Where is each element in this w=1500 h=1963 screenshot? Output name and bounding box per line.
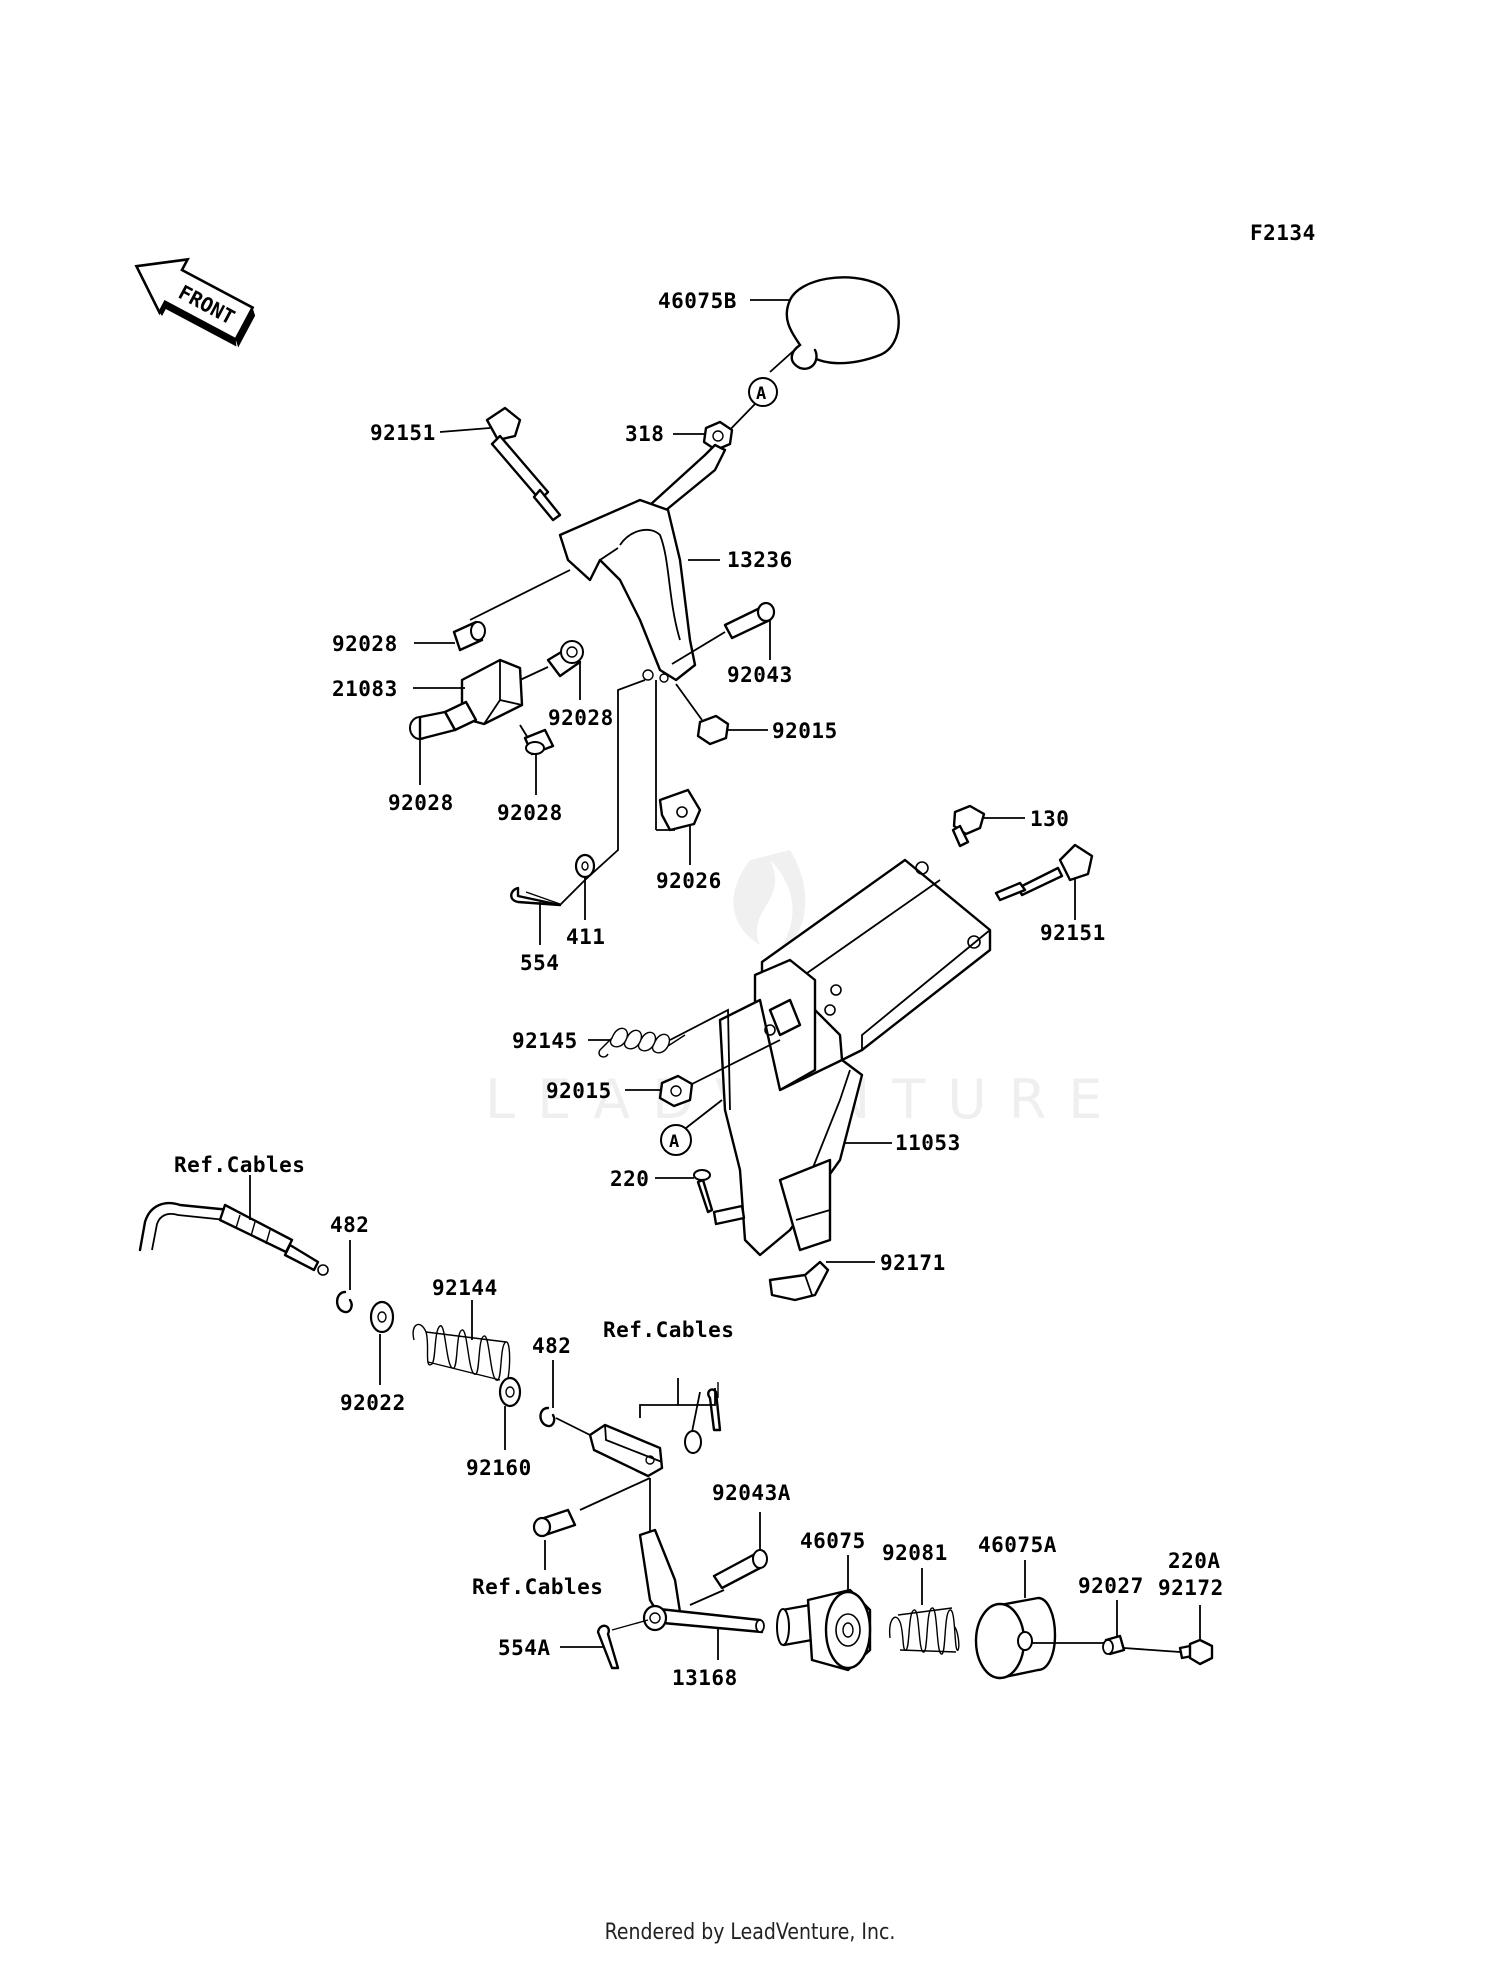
label-554: 554 <box>520 951 559 975</box>
nut-92015-top <box>696 714 730 746</box>
label-130: 130 <box>1030 807 1069 831</box>
spring-92081 <box>888 1607 960 1655</box>
bolt-130 <box>951 804 986 848</box>
lever-13236 <box>558 443 727 683</box>
label-554a: 554A <box>498 1636 551 1660</box>
cable-ref-cables-1 <box>138 1201 329 1276</box>
screw-220 <box>693 1169 746 1226</box>
label-92027: 92027 <box>1078 1574 1144 1598</box>
label-411: 411 <box>566 925 605 949</box>
label-482-b: 482 <box>532 1334 571 1358</box>
label-ref-cables-1: Ref.Cables <box>174 1153 305 1177</box>
label-92028-a: 92028 <box>332 632 398 656</box>
marker-a-mid: A <box>660 1124 692 1156</box>
washer-92160 <box>498 1376 522 1408</box>
label-92160: 92160 <box>466 1456 532 1480</box>
collar-92028-b <box>546 640 584 678</box>
spring-92144 <box>412 1323 511 1387</box>
watermark-flame-icon <box>733 850 806 960</box>
clevis-pin-ref-cables <box>532 1508 577 1538</box>
cotter-pin-link <box>707 1382 722 1432</box>
label-46075b: 46075B <box>658 289 737 313</box>
cotter-pin-554 <box>510 886 562 907</box>
washer-411 <box>574 853 596 879</box>
damper-46075 <box>776 1588 872 1672</box>
washer-link <box>684 1430 702 1454</box>
label-92028-b: 92028 <box>548 706 614 730</box>
collar-92028-c <box>409 700 478 741</box>
label-92145: 92145 <box>512 1029 578 1053</box>
label-11053: 11053 <box>895 1131 961 1155</box>
e-clip-482-b <box>539 1406 556 1428</box>
clip-92171 <box>768 1260 830 1302</box>
label-ref-cables-3: Ref.Cables <box>472 1575 603 1599</box>
label-92081: 92081 <box>882 1541 948 1565</box>
label-92028-c: 92028 <box>388 791 454 815</box>
spring-92145 <box>598 1027 686 1058</box>
bracket-11053 <box>718 858 992 1257</box>
label-92043: 92043 <box>727 663 793 687</box>
label-92144: 92144 <box>432 1276 498 1300</box>
label-92043a: 92043A <box>712 1481 791 1505</box>
label-ref-cables-2: Ref.Cables <box>603 1318 734 1342</box>
label-92022: 92022 <box>340 1391 406 1415</box>
e-clip-482-a <box>335 1290 353 1314</box>
label-220: 220 <box>610 1167 649 1191</box>
label-46075a: 46075A <box>978 1533 1057 1557</box>
label-13236: 13236 <box>727 548 793 572</box>
label-482-a: 482 <box>330 1213 369 1237</box>
bolt-92151-top <box>485 406 562 522</box>
bolt-92172 <box>1178 1638 1214 1666</box>
clip-92026 <box>658 788 702 832</box>
nut-318 <box>702 420 734 452</box>
footer-credit: Rendered by LeadVenture, Inc. <box>604 1920 896 1945</box>
svg-text:A: A <box>756 384 766 404</box>
knob-46075b <box>769 276 900 373</box>
link-plate <box>588 1423 664 1478</box>
label-46075: 46075 <box>800 1529 866 1553</box>
label-92028-d: 92028 <box>497 801 563 825</box>
label-92151-top: 92151 <box>370 421 436 445</box>
collar-92027 <box>1102 1634 1126 1656</box>
bolt-92151-right <box>994 843 1094 902</box>
cotter-pin-554a <box>596 1619 649 1670</box>
label-92151-right: 92151 <box>1040 921 1106 945</box>
label-92015-mid: 92015 <box>546 1079 612 1103</box>
marker-a-top: A <box>748 377 778 407</box>
front-arrow-icon: FRONT <box>134 257 256 348</box>
label-92172: 92172 <box>1158 1576 1224 1600</box>
cap-46075a <box>974 1596 1057 1680</box>
svg-text:A: A <box>669 1132 679 1152</box>
figure-code: F2134 <box>1250 221 1316 245</box>
pin-92043a <box>712 1549 768 1590</box>
label-318: 318 <box>625 422 664 446</box>
label-220a: 220A <box>1168 1549 1221 1573</box>
washer-92022 <box>369 1300 395 1334</box>
lever-13168 <box>638 1528 765 1634</box>
pin-92043 <box>723 601 776 640</box>
label-92015-top: 92015 <box>772 719 838 743</box>
label-92026: 92026 <box>656 869 722 893</box>
label-13168: 13168 <box>672 1666 738 1690</box>
collar-92028-a <box>452 620 486 652</box>
label-21083: 21083 <box>332 677 398 701</box>
label-92171: 92171 <box>880 1251 946 1275</box>
collar-92028-d <box>523 728 555 756</box>
nut-92015-mid <box>658 1074 694 1108</box>
